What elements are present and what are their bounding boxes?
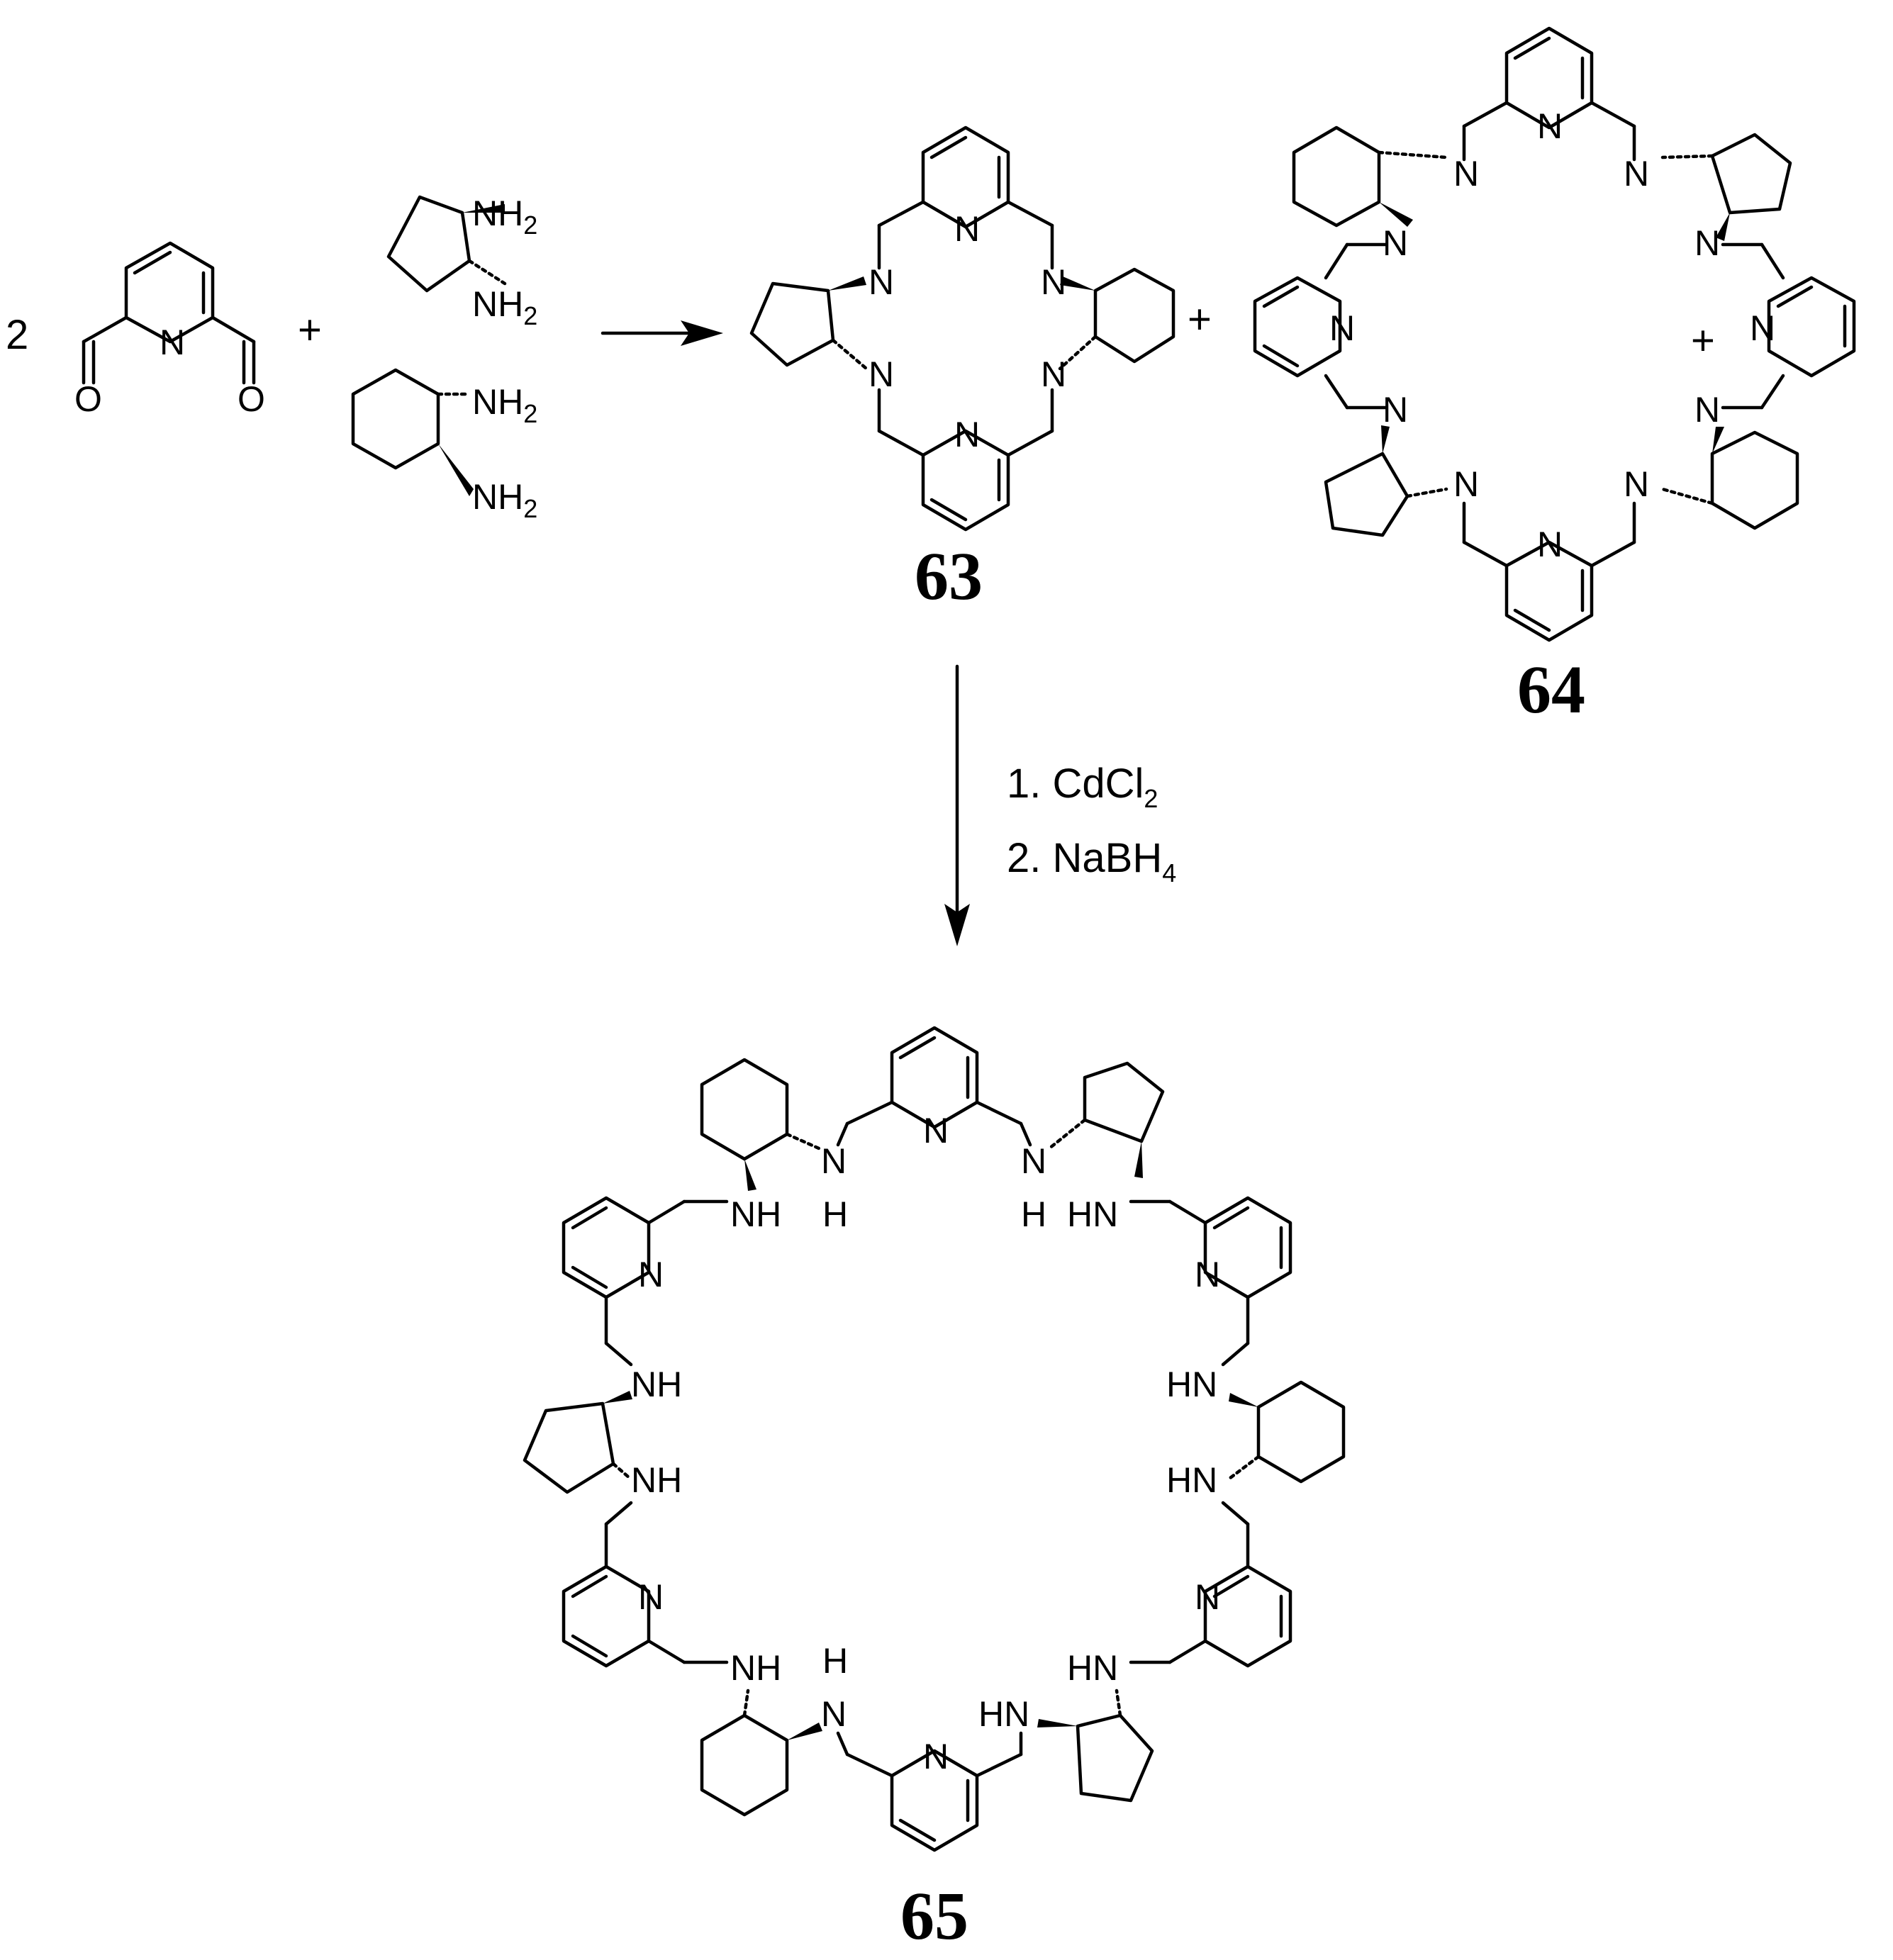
plus-sign-3: + bbox=[1691, 318, 1715, 364]
pyridine-n-label: N bbox=[1195, 1577, 1220, 1617]
amine-n-label: N bbox=[1021, 1141, 1046, 1181]
pyridine-n-label: N bbox=[923, 1111, 949, 1150]
reaction-arrow-1 bbox=[601, 320, 723, 346]
amine-n-label: N bbox=[821, 1141, 847, 1181]
macrocycle-63: N N N N N N 63 bbox=[749, 125, 1176, 614]
plus-sign-2: + bbox=[1188, 296, 1212, 342]
compound-number-64: 64 bbox=[1517, 651, 1585, 727]
pyridine-n-label: N bbox=[1750, 308, 1775, 348]
dialdehyde-reactant: 2 N O O bbox=[6, 241, 265, 419]
amine-hn-label: HN bbox=[1067, 1648, 1118, 1688]
imine-n-label: N bbox=[1453, 154, 1479, 194]
pyridine-n-label: N bbox=[160, 323, 185, 362]
imine-n-label: N bbox=[869, 354, 894, 394]
nh2-label: NH2 bbox=[472, 194, 537, 240]
reaction-arrow-2: 1. CdCl2 2. NaBH4 bbox=[944, 664, 1176, 946]
macrocycle-65: N N H N H NH HN N N bbox=[523, 1026, 1346, 1954]
pyridine-n-label: N bbox=[638, 1255, 664, 1294]
amine-nh-label: NH bbox=[730, 1648, 781, 1688]
pyridine-n-label: N bbox=[954, 209, 980, 249]
nh2-label: NH2 bbox=[472, 382, 537, 428]
amine-n-label: N bbox=[821, 1694, 847, 1734]
aldehyde-o-label-left: O bbox=[74, 379, 102, 419]
amine-h-label: H bbox=[822, 1641, 848, 1681]
pyridine-n-label: N bbox=[1537, 106, 1563, 146]
compound-number-63: 63 bbox=[915, 538, 983, 614]
imine-n-label: N bbox=[1624, 464, 1649, 504]
imine-n-label: N bbox=[1453, 464, 1479, 504]
condition-step-1: 1. CdCl2 bbox=[1007, 761, 1158, 813]
aldehyde-o-label-right: O bbox=[238, 379, 265, 419]
cyclopentanediamine-reactant: NH2 NH2 bbox=[386, 194, 537, 330]
pyridine-n-label: N bbox=[1537, 525, 1563, 564]
amine-nh-label: NH bbox=[730, 1194, 781, 1234]
pyridine-n-label: N bbox=[638, 1577, 664, 1617]
amine-hn-label: HN bbox=[978, 1694, 1029, 1734]
pyridine-n-label: N bbox=[1329, 308, 1355, 348]
pyridine-n-label: N bbox=[923, 1737, 949, 1776]
compound-number-65: 65 bbox=[900, 1878, 968, 1954]
imine-n-label: N bbox=[1383, 390, 1408, 430]
plus-sign-1: + bbox=[298, 307, 322, 353]
pyridine-n-label: N bbox=[1195, 1255, 1220, 1294]
imine-n-label: N bbox=[1694, 223, 1720, 263]
amine-nh-label: NH bbox=[631, 1460, 682, 1500]
amine-hn-label: HN bbox=[1067, 1194, 1118, 1234]
coefficient: 2 bbox=[6, 312, 28, 358]
nh2-label: NH2 bbox=[472, 284, 537, 330]
amine-nh-label: NH bbox=[631, 1365, 682, 1404]
imine-n-label: N bbox=[869, 262, 894, 302]
condition-step-2: 2. NaBH4 bbox=[1007, 835, 1176, 887]
macrocycle-64: N N N N N N N + N N bbox=[1253, 26, 1856, 727]
imine-n-label: N bbox=[1694, 390, 1720, 430]
cyclohexanediamine-reactant: NH2 NH2 bbox=[351, 368, 537, 523]
imine-n-label: N bbox=[1041, 354, 1066, 394]
pyridine-n-label: N bbox=[954, 415, 980, 454]
amine-hn-label: HN bbox=[1166, 1460, 1217, 1500]
amine-h-label: H bbox=[1021, 1194, 1046, 1234]
amine-h-label: H bbox=[822, 1194, 848, 1234]
imine-n-label: N bbox=[1624, 154, 1649, 194]
nh2-label: NH2 bbox=[472, 477, 537, 523]
amine-hn-label: HN bbox=[1166, 1365, 1217, 1404]
